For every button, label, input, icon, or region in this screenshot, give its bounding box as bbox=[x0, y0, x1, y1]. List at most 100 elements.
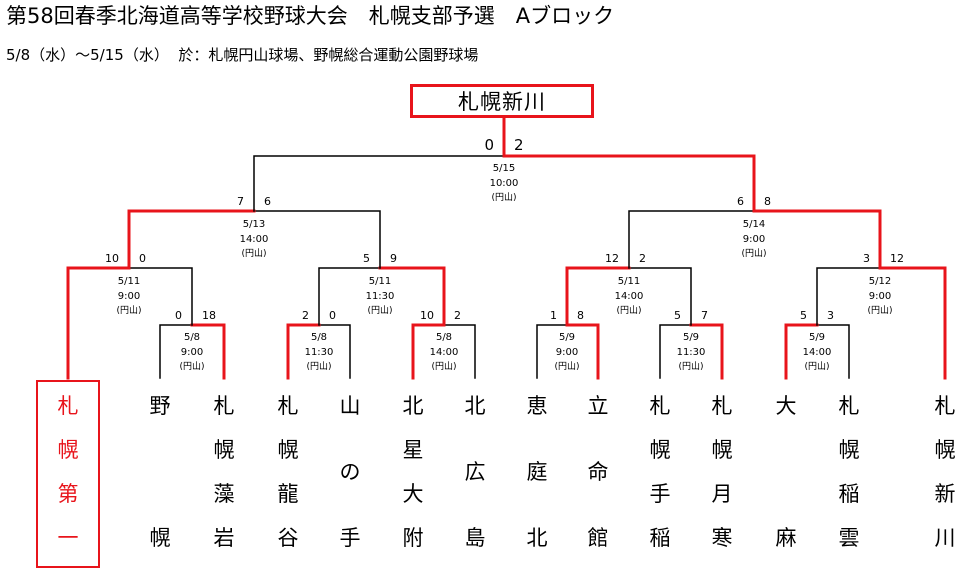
g4-left-score: 1 bbox=[550, 309, 557, 322]
team-8: 恵庭北 bbox=[515, 392, 559, 568]
team-3-char: 幌 bbox=[213, 438, 235, 462]
g1-left-line bbox=[159, 324, 193, 379]
team-9-char: 立 bbox=[587, 394, 609, 418]
team-5-char: の bbox=[339, 460, 361, 484]
team-3-char: 札 bbox=[213, 394, 235, 418]
champion-name: 札幌新川 bbox=[458, 90, 546, 114]
team-13-char: 札 bbox=[838, 394, 860, 418]
page-title: 第58回春季北海道高等学校野球大会 札幌支部予選 Aブロック bbox=[6, 4, 615, 28]
final-right-line bbox=[502, 154, 756, 213]
r2a-left-score: 10 bbox=[105, 252, 119, 265]
r2d-time: 9:00 bbox=[869, 291, 891, 302]
g6-right-score: 3 bbox=[827, 309, 834, 322]
team-3-char: 藻 bbox=[213, 482, 235, 506]
r2a-right-line bbox=[128, 267, 193, 326]
team-12-char: 大 bbox=[775, 394, 797, 418]
team-11-char: 幌 bbox=[711, 438, 733, 462]
r2c-date: 5/11 bbox=[618, 276, 640, 287]
r2d-right-line bbox=[878, 266, 947, 380]
g2-date: 5/8 bbox=[311, 332, 327, 343]
r2d-left-score: 3 bbox=[863, 252, 870, 265]
g5-left-score: 5 bbox=[674, 309, 681, 322]
r2a-left-line bbox=[66, 266, 131, 380]
page-subtitle: 5/8（水）～5/15（水） 於：札幌円山球場、野幌総合運動公園野球場 bbox=[6, 46, 479, 64]
team-8-char: 北 bbox=[526, 526, 548, 550]
team-1-char: 札 bbox=[57, 394, 79, 418]
team-14-char: 川 bbox=[934, 526, 956, 550]
g2-right-score: 0 bbox=[329, 309, 336, 322]
sf1-time: 14:00 bbox=[240, 234, 269, 245]
team-1: 札幌第一 bbox=[46, 392, 90, 568]
team-1-char: 第 bbox=[57, 482, 79, 506]
r2a-venue: (円山) bbox=[116, 305, 141, 316]
r2a-time: 9:00 bbox=[118, 291, 140, 302]
sf2-left-line bbox=[628, 210, 755, 269]
team-14: 札幌新川 bbox=[923, 392, 967, 568]
r2c-time: 14:00 bbox=[615, 291, 644, 302]
g2-venue: (円山) bbox=[306, 361, 331, 372]
team-8-char: 恵 bbox=[526, 394, 548, 418]
r2c-right-line bbox=[628, 267, 692, 326]
g6-left-score: 5 bbox=[800, 309, 807, 322]
team-13-char: 幌 bbox=[838, 438, 860, 462]
team-11-char: 札 bbox=[711, 394, 733, 418]
team-13-char: 雲 bbox=[838, 526, 860, 550]
sf2-venue: (円山) bbox=[741, 248, 766, 259]
g6-venue: (円山) bbox=[804, 361, 829, 372]
team-7: 北広島 bbox=[453, 392, 497, 568]
final-date: 5/15 bbox=[493, 163, 515, 174]
g5-date: 5/9 bbox=[683, 332, 699, 343]
team-14-char: 札 bbox=[934, 394, 956, 418]
team-6: 北星大附 bbox=[391, 392, 435, 568]
g2-left-score: 2 bbox=[302, 309, 309, 322]
sf2-time: 9:00 bbox=[743, 234, 765, 245]
g1-left-score: 0 bbox=[175, 309, 182, 322]
final-left-line bbox=[253, 155, 505, 212]
team-4-char: 龍 bbox=[277, 482, 299, 506]
r2b-venue: (円山) bbox=[367, 305, 392, 316]
g4-right-score: 8 bbox=[577, 309, 584, 322]
g6-time: 14:00 bbox=[803, 347, 832, 358]
team-5-char: 山 bbox=[339, 394, 361, 418]
r2a-date: 5/11 bbox=[118, 276, 140, 287]
team-4: 札幌龍谷 bbox=[266, 392, 310, 568]
final-right-score: 2 bbox=[514, 136, 524, 154]
team-5: 山の手 bbox=[328, 392, 372, 568]
g3-time: 14:00 bbox=[430, 347, 459, 358]
team-1-char: 幌 bbox=[57, 438, 79, 462]
g1-time: 9:00 bbox=[181, 347, 203, 358]
r2a-right-score: 0 bbox=[139, 252, 146, 265]
team-5-char: 手 bbox=[339, 526, 361, 550]
team-6-char: 大 bbox=[402, 482, 424, 506]
g3-left-score: 10 bbox=[420, 309, 434, 322]
g3-venue: (円山) bbox=[431, 361, 456, 372]
g1-right-line bbox=[190, 323, 226, 380]
team-1-char: 一 bbox=[57, 526, 79, 550]
team-7-char: 島 bbox=[464, 526, 486, 550]
g6-date: 5/9 bbox=[809, 332, 825, 343]
team-10-char: 札 bbox=[649, 394, 671, 418]
g3-right-score: 2 bbox=[454, 309, 461, 322]
team-11: 札幌月寒 bbox=[700, 392, 744, 568]
team-14-char: 新 bbox=[934, 482, 956, 506]
g4-venue: (円山) bbox=[554, 361, 579, 372]
team-9-char: 館 bbox=[587, 526, 609, 550]
team-2: 野幌 bbox=[138, 392, 182, 568]
r2b-right-score: 9 bbox=[390, 252, 397, 265]
r2d-left-line bbox=[816, 267, 881, 326]
r2b-left-score: 5 bbox=[363, 252, 370, 265]
g4-left-line bbox=[536, 324, 568, 379]
r2b-right-line bbox=[378, 266, 446, 327]
g2-left-line bbox=[286, 323, 321, 380]
team-12: 大麻 bbox=[764, 392, 808, 568]
team-3: 札幌藻岩 bbox=[202, 392, 246, 568]
r2c-venue: (円山) bbox=[616, 305, 641, 316]
r2d-date: 5/12 bbox=[869, 276, 891, 287]
g5-left-line bbox=[659, 324, 692, 379]
r2b-date: 5/11 bbox=[369, 276, 391, 287]
g3-left-line bbox=[411, 323, 446, 380]
team-2-char: 幌 bbox=[149, 526, 171, 550]
team-13: 札幌稲雲 bbox=[827, 392, 871, 568]
sf1-right-line bbox=[253, 210, 381, 269]
